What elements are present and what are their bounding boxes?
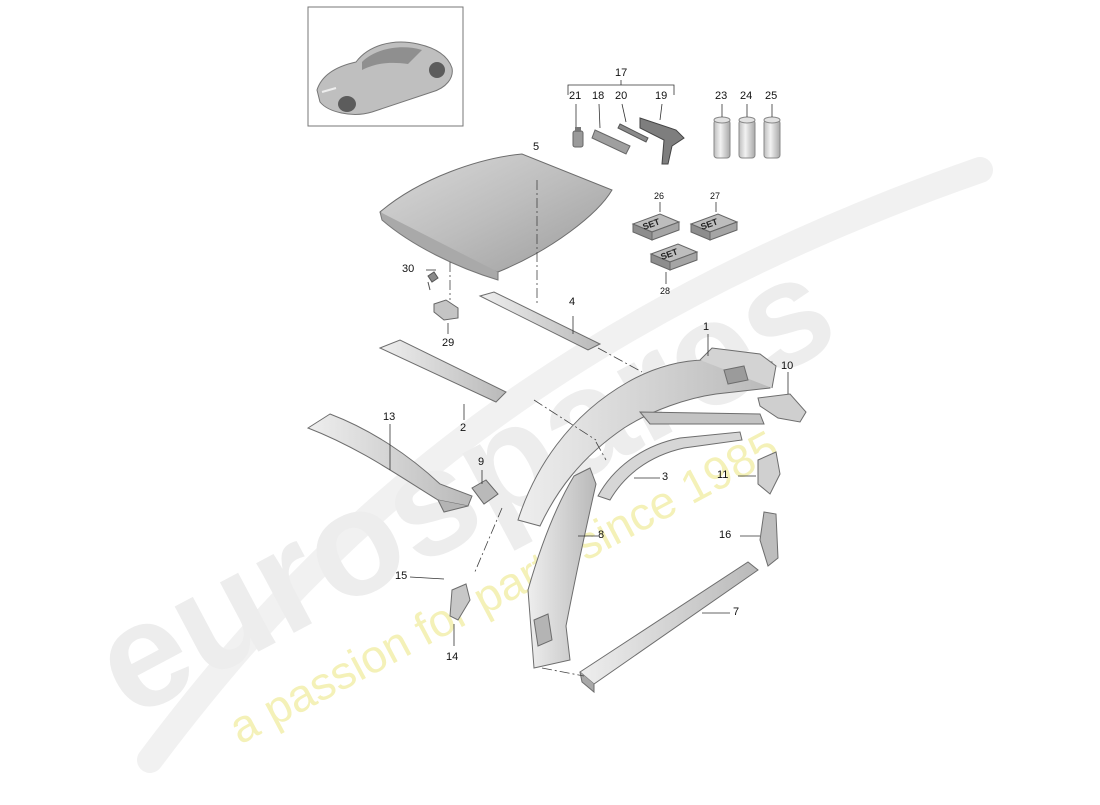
callout-9: 9 <box>478 456 485 468</box>
panel-16 <box>740 511 779 567</box>
callout-8: 8 <box>598 529 605 541</box>
pillar-bracket-14 <box>409 576 471 646</box>
clip-30 <box>427 271 439 283</box>
callout-2: 2 <box>460 422 467 434</box>
car-thumbnail <box>307 6 464 127</box>
small-clips <box>426 269 459 334</box>
repair-sets: SET SET SET <box>631 202 739 284</box>
callout-16: 16 <box>719 529 732 541</box>
side-frame-main <box>517 334 777 527</box>
assembly-lines <box>449 180 643 677</box>
wheel-arch-inner <box>597 431 743 501</box>
sealant-cartridges <box>713 104 781 159</box>
car-rear-wheel <box>429 62 445 78</box>
callout-1: 1 <box>703 321 710 333</box>
callout-25: 25 <box>765 90 778 102</box>
callout-19: 19 <box>655 90 668 102</box>
cartridge-tube-icon <box>591 129 631 155</box>
callout-10: 10 <box>781 360 794 372</box>
callout-11: 11 <box>717 469 729 481</box>
callout-15: 15 <box>395 570 408 582</box>
cartridge-23 <box>713 119 731 159</box>
callout-29: 29 <box>442 337 455 349</box>
a-pillar-inner <box>306 413 473 513</box>
cartridge-24 <box>738 119 756 159</box>
callout-21: 21 <box>569 90 582 102</box>
callout-18: 18 <box>592 90 605 102</box>
roof-panel <box>379 153 613 281</box>
b-pillar <box>527 467 598 669</box>
roof-frame-front <box>378 339 507 420</box>
caulking-gun-icon <box>639 117 685 165</box>
callout-7: 7 <box>733 606 740 618</box>
callout-20: 20 <box>615 90 628 102</box>
callout-13: 13 <box>383 411 396 423</box>
callout-4: 4 <box>569 296 576 308</box>
bracket-10 <box>757 372 807 423</box>
callout-14: 14 <box>446 651 459 663</box>
car-front-wheel <box>338 96 356 112</box>
callout-3: 3 <box>662 471 669 483</box>
callout-23: 23 <box>715 90 728 102</box>
adhesive-bottle-icon <box>572 130 584 148</box>
bottle-cap <box>575 127 581 132</box>
car-body <box>316 41 453 115</box>
car-windshield <box>362 47 422 70</box>
bracket-29 <box>433 299 459 321</box>
nozzle-icon <box>617 123 649 143</box>
cartridge-25 <box>763 119 781 159</box>
repair-tools <box>567 80 685 165</box>
bracket-11 <box>738 451 781 495</box>
roof-rail-rear <box>478 291 602 351</box>
gusset-9 <box>471 470 499 505</box>
callout-5: 5 <box>533 141 540 153</box>
callout-24: 24 <box>740 90 753 102</box>
callout-30: 30 <box>402 263 415 275</box>
car-headlight <box>321 87 337 93</box>
callout-28: 28 <box>660 286 671 296</box>
callout-17: 17 <box>615 67 628 79</box>
callout-26: 26 <box>654 191 665 201</box>
sill-rail <box>579 561 759 694</box>
callout-27: 27 <box>710 191 721 201</box>
